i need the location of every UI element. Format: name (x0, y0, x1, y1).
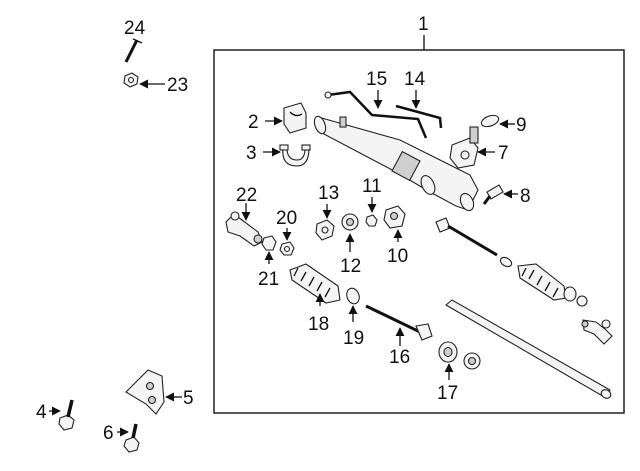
part-18-boot (289, 263, 341, 304)
part-11-nut (365, 214, 378, 227)
callout-16: 16 (389, 347, 410, 368)
part-8-fitting (482, 184, 504, 205)
part-17-bushing (438, 341, 481, 370)
callout-15: 15 (366, 69, 387, 90)
callout-18: 18 (308, 314, 329, 335)
part-22-tie-rod-end (225, 211, 263, 247)
callout-11: 11 (362, 176, 382, 197)
part-19-clamp (346, 287, 360, 305)
callout-13: 13 (318, 183, 339, 204)
callout-19: 19 (343, 328, 364, 349)
callout-12: 12 (340, 256, 361, 277)
part-1-rack-housing (313, 115, 479, 212)
part-10-mount (383, 205, 406, 229)
part-tie-rod-end-right (581, 319, 613, 345)
part-12-bushing (341, 213, 359, 231)
callout-17: 17 (437, 383, 458, 404)
part-24-bolt (124, 38, 143, 63)
part-14-return-line (395, 104, 443, 129)
part-7-valve-housing (449, 126, 479, 169)
callout-20: 20 (276, 208, 297, 229)
callout-22: 22 (236, 185, 257, 206)
assembly-frame (213, 49, 625, 414)
callout-4: 4 (36, 402, 47, 423)
part-13-jam-nut (315, 219, 335, 241)
callout-24: 24 (124, 18, 146, 39)
part-9-seal (480, 114, 500, 128)
part-inner-tie-rod-right (435, 217, 513, 268)
callout-21: 21 (258, 269, 279, 290)
part-6-bolt (123, 423, 140, 453)
part-15-pressure-line (324, 90, 428, 139)
part-rack-bar (445, 299, 612, 399)
part-21-nut (261, 235, 277, 251)
part-16-inner-tie-rod (365, 304, 433, 341)
callout-2: 2 (248, 112, 259, 133)
part-4-bolt (58, 399, 75, 431)
part-clamp-right (563, 286, 588, 307)
part-boot-right (517, 263, 567, 301)
callout-6: 6 (103, 423, 114, 444)
callout-8: 8 (520, 186, 531, 207)
part-2-bushing (283, 102, 307, 134)
callout-23: 23 (167, 75, 188, 96)
part-23-nut (123, 72, 139, 88)
part-5-bracket (125, 369, 165, 415)
part-3-clamp (279, 144, 311, 167)
callout-10: 10 (387, 246, 408, 267)
callout-14: 14 (404, 69, 426, 90)
callout-9: 9 (516, 115, 527, 136)
callout-3: 3 (246, 143, 257, 164)
callout-5: 5 (183, 388, 194, 409)
part-20-nut (279, 241, 295, 256)
callout-1: 1 (418, 14, 429, 35)
callout-7: 7 (498, 143, 509, 164)
